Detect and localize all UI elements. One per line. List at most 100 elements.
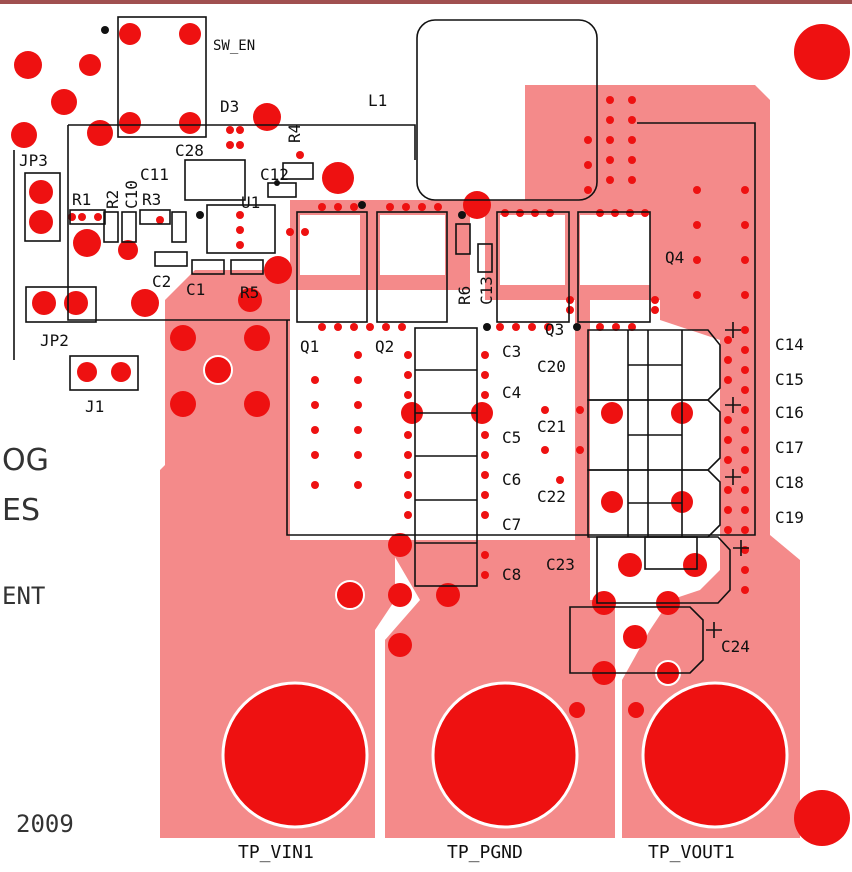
label-c7: C7 (502, 515, 521, 534)
label-q2: Q2 (375, 337, 394, 356)
r3-outline (139, 209, 171, 225)
sw-en-pad (179, 23, 201, 45)
label-sw-en: SW_EN (213, 38, 255, 54)
label-c20: C20 (537, 357, 566, 376)
label-c11: C11 (140, 165, 169, 184)
label-c1: C1 (186, 280, 205, 299)
c3-c8-dividers (415, 369, 477, 544)
polarity-marks (706, 322, 749, 638)
c23-pad (683, 553, 707, 577)
label-r5: R5 (240, 283, 259, 302)
power-outline (286, 122, 756, 536)
label-c15: C15 (775, 370, 804, 389)
label-c12: C12 (260, 165, 289, 184)
vout-pour (525, 85, 800, 838)
pin1-markers (101, 26, 581, 331)
label-c21: C21 (537, 417, 566, 436)
u1-outline (206, 204, 276, 254)
via (335, 580, 365, 610)
via-arrays (68, 96, 749, 594)
label-r2: R2 (103, 190, 122, 209)
c11-outline (171, 211, 187, 243)
jp2-outline (25, 286, 97, 323)
via (264, 256, 292, 284)
pads (11, 23, 707, 718)
label-c13: C13 (477, 276, 496, 305)
test-points (221, 24, 850, 846)
via (87, 120, 113, 146)
clearances (300, 215, 650, 540)
j1-outline (69, 355, 139, 391)
c12-outline (267, 182, 297, 198)
c13-outline (477, 243, 493, 273)
via (244, 391, 270, 417)
tp-vin1-pad (221, 681, 369, 829)
sw-en-outline (117, 16, 207, 138)
r1-outline (69, 209, 106, 225)
via (322, 162, 354, 194)
label-partial-es: ES (2, 493, 40, 528)
jp2-pad (64, 291, 88, 315)
r6-outline (455, 223, 471, 255)
mount-hole-bottom (794, 790, 850, 846)
via (628, 702, 644, 718)
label-c14: C14 (775, 335, 804, 354)
c14-c19-dividers (627, 330, 683, 537)
label-c6: C6 (502, 470, 521, 489)
l1-outline (416, 19, 598, 201)
label-c19: C19 (775, 508, 804, 527)
tp-pgnd-pad (431, 681, 579, 829)
label-c5: C5 (502, 428, 521, 447)
jp2-pad (32, 291, 56, 315)
label-c4: C4 (502, 383, 521, 402)
c16-pad (601, 402, 623, 424)
label-q4: Q4 (665, 248, 684, 267)
clearance-q3 (500, 215, 565, 285)
c18-c19-outline (587, 469, 721, 538)
c23-outline (596, 536, 731, 604)
via (14, 51, 42, 79)
j1-pad (111, 362, 131, 382)
label-r3: R3 (142, 190, 161, 209)
c4-pad (401, 402, 423, 424)
via (463, 191, 491, 219)
label-c22: C22 (537, 487, 566, 506)
top-border (0, 0, 852, 4)
label-year: 2009 (16, 810, 74, 838)
label-r4: R4 (285, 124, 304, 143)
via (388, 583, 412, 607)
d3-pad (253, 103, 281, 131)
via (11, 122, 37, 148)
jp3-pad (29, 210, 53, 234)
via-row-top (236, 203, 649, 249)
via (51, 89, 77, 115)
c10-outline (121, 211, 137, 243)
via (238, 288, 262, 312)
label-c23: C23 (546, 555, 575, 574)
via (73, 229, 101, 257)
label-c8: C8 (502, 565, 521, 584)
c23-inner (644, 536, 698, 570)
label-c10: C10 (122, 180, 141, 209)
c2-outline (154, 251, 188, 267)
label-d3: D3 (220, 97, 239, 116)
q1-outline (296, 211, 368, 323)
via (436, 583, 460, 607)
j1-pad (77, 362, 97, 382)
via-column-right-2 (693, 186, 749, 594)
jp3-pad (29, 180, 53, 204)
label-partial-og: OG (2, 443, 49, 478)
sw-en-pad (119, 23, 141, 45)
via (170, 391, 196, 417)
via (569, 702, 585, 718)
c18-pad (601, 491, 623, 513)
via (244, 325, 270, 351)
tp-vout1-pad (641, 681, 789, 829)
via (203, 355, 233, 385)
label-r1: R1 (72, 190, 91, 209)
via (79, 54, 101, 76)
via (170, 325, 196, 351)
r2-outline (103, 211, 119, 243)
via (388, 633, 412, 657)
